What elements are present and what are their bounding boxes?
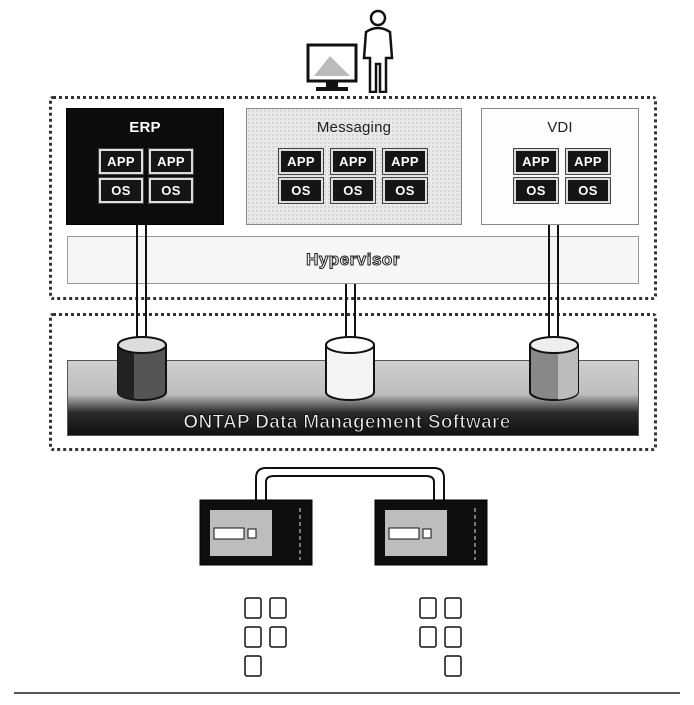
disk-drive-icon xyxy=(245,656,261,676)
disk-drive-icon xyxy=(270,598,286,618)
controller-interconnect xyxy=(256,468,444,500)
disk-drive-icon xyxy=(270,627,286,647)
disk-drive-icon xyxy=(445,656,461,676)
disk-drives-right xyxy=(420,598,461,676)
storage-volume-icon xyxy=(118,337,166,400)
disk-drive-icon xyxy=(445,627,461,647)
disk-drives-left xyxy=(245,598,286,676)
data-path-lines xyxy=(137,225,558,340)
disk-drive-icon xyxy=(420,598,436,618)
storage-controller-icon xyxy=(375,500,487,565)
storage-volume-icon xyxy=(530,337,578,400)
disk-drive-icon xyxy=(245,598,261,618)
disk-drive-icon xyxy=(245,627,261,647)
storage-volume-icon xyxy=(326,337,374,400)
bottom-rule xyxy=(14,692,680,694)
disk-drive-icon xyxy=(420,627,436,647)
disk-drive-icon xyxy=(445,598,461,618)
storage-controller-icon xyxy=(200,500,312,565)
